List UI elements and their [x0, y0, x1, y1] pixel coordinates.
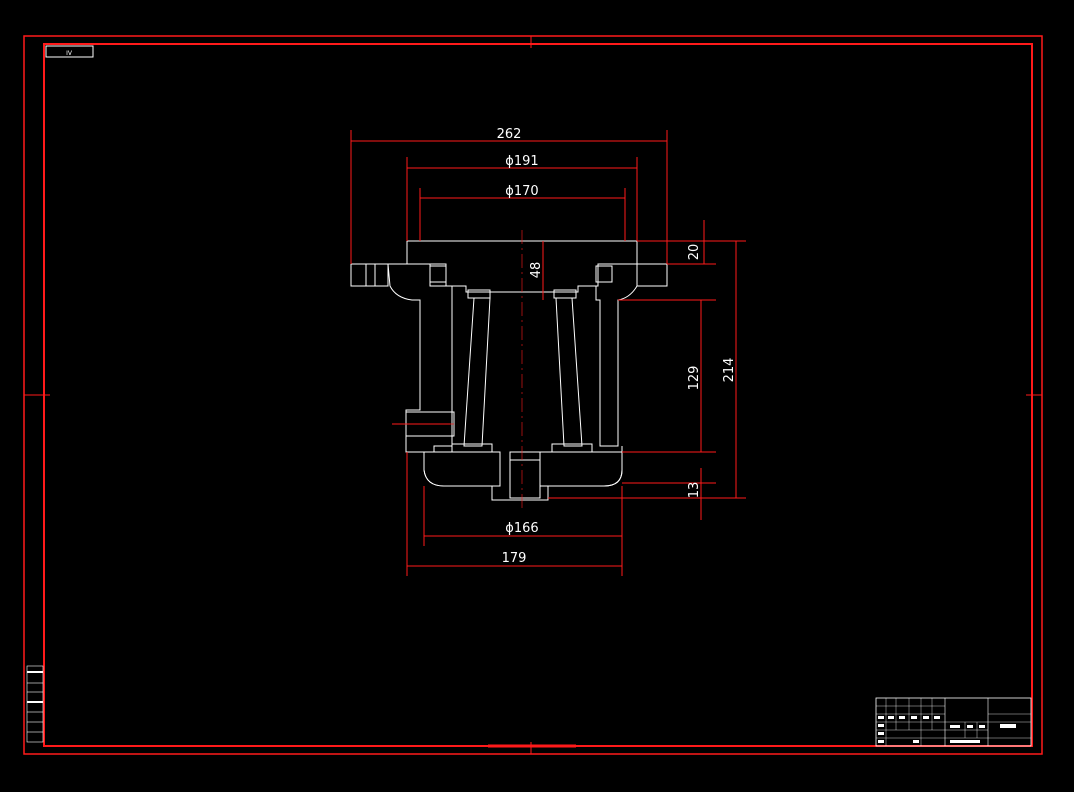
- dim-262: 262: [497, 127, 522, 142]
- dim-129: 129: [687, 366, 702, 391]
- part-section-view: [350, 230, 668, 510]
- drawing-tag: IV: [45, 45, 94, 58]
- dim-179: 179: [502, 551, 527, 566]
- dim-214: 214: [722, 358, 737, 383]
- dim-20: 20: [687, 244, 702, 261]
- dim-166: ϕ166: [505, 521, 538, 536]
- dimension-labels: 262 ϕ191 ϕ170 20 48 214 129 13 ϕ166 179: [497, 127, 737, 566]
- dim-170: ϕ170: [505, 184, 538, 199]
- drawing-frame: [23, 35, 1043, 755]
- dim-191: ϕ191: [505, 154, 538, 169]
- left-side-table: [26, 665, 44, 743]
- drawing-tag-label: IV: [66, 50, 73, 57]
- title-block: [875, 697, 1032, 747]
- dim-48: 48: [529, 262, 544, 279]
- dim-13: 13: [687, 482, 702, 499]
- dimension-lines: [350, 130, 746, 576]
